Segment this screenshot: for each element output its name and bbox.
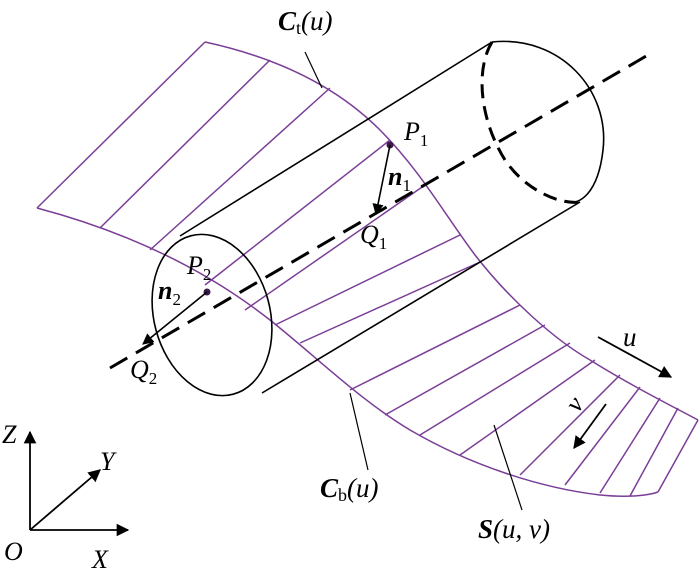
- cylinder: [151, 40, 605, 397]
- label-axis-x: X: [91, 545, 109, 574]
- label-p1: P1: [403, 117, 428, 150]
- surface-left-edge: [36, 41, 206, 209]
- param-arrows: [573, 336, 673, 450]
- leader-cb: [349, 392, 369, 471]
- label-n2: n2: [158, 276, 181, 309]
- cylinder-top-generator: [179, 41, 493, 237]
- u-direction-arrow: [597, 336, 673, 378]
- coordinate-frame: [23, 430, 130, 537]
- cylinder-back-end: [491, 40, 605, 204]
- label-s: S(u, v): [478, 514, 550, 544]
- cylinder-axis: [109, 53, 649, 370]
- normal-vectors: [142, 144, 391, 345]
- label-cb: Cb(u): [320, 473, 379, 505]
- label-q1: Q1: [360, 220, 387, 253]
- label-p2: P2: [186, 251, 211, 284]
- leader-lines: [304, 51, 523, 511]
- leader-s: [493, 424, 523, 511]
- curve-ct: [204, 41, 699, 421]
- label-q2: Q2: [130, 355, 157, 388]
- label-ct: Ct(u): [278, 6, 333, 38]
- normal-n1-arrow: [372, 144, 391, 216]
- ruling-lines: [99, 59, 679, 497]
- normal-n2-arrow: [142, 291, 208, 345]
- curve-cb: [36, 207, 659, 497]
- v-direction-arrow: [573, 403, 607, 450]
- axis-y-line: [29, 469, 101, 531]
- cylinder-bottom-generator: [261, 201, 581, 394]
- label-u: u: [623, 322, 637, 352]
- label-v: v: [559, 391, 590, 417]
- label-axis-z: Z: [2, 420, 17, 449]
- label-axis-y: Y: [100, 447, 117, 476]
- cylinder-front-end: [151, 233, 273, 397]
- leader-ct: [304, 51, 323, 89]
- label-origin: O: [4, 537, 23, 566]
- label-n1: n1: [388, 162, 411, 195]
- cylinder-back-end-hidden: [480, 41, 581, 204]
- surface-right-edge: [657, 419, 699, 493]
- surface-s: [36, 41, 699, 497]
